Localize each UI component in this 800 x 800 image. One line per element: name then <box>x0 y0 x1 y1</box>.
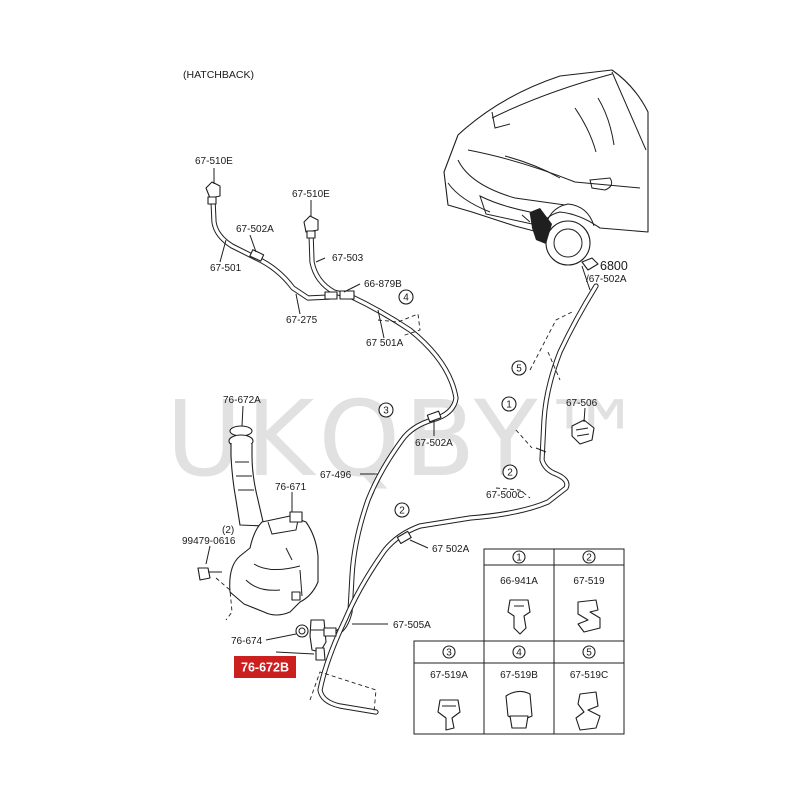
label-67-505A: 67-505A <box>393 620 431 631</box>
label-76-674: 76-674 <box>231 636 263 647</box>
label-6800: 6800 <box>600 259 628 273</box>
label-67-502A-low: 67 502A <box>432 544 470 555</box>
clip-67-519A-icon <box>437 699 461 731</box>
label-67-501A: 67 501A <box>366 338 404 349</box>
clip-67-519C-icon <box>575 691 601 731</box>
callout-5: 5 <box>516 364 522 375</box>
legend-num-3: 3 <box>446 648 452 659</box>
legend-num-5: 5 <box>586 648 592 659</box>
label-67-501: 67-501 <box>210 263 242 274</box>
label-67-503: 67-503 <box>332 253 364 264</box>
label-67-275: 67-275 <box>286 315 318 326</box>
label-99479-0616: 99479-0616 <box>182 536 236 547</box>
variant-label: (HATCHBACK) <box>183 69 254 81</box>
legend-num-2: 2 <box>586 553 592 564</box>
highlight-part-number: 76-672B <box>241 661 289 675</box>
clip-legend-table: 1 66-941A 2 67-519 3 67-519A 4 67-519B 5… <box>413 548 625 735</box>
legend-part-1: 66-941A <box>500 576 538 587</box>
legend-part-4: 67-519B <box>500 670 538 681</box>
label-67-506: 67-506 <box>566 398 598 409</box>
label-76-671: 76-671 <box>275 482 307 493</box>
clip-67-519B-icon <box>505 690 533 720</box>
callout-2a: 2 <box>507 468 513 479</box>
part-labels: 67-510E 67-510E 67-502A 67-501 67-503 66… <box>182 156 628 647</box>
legend-part-3: 67-519A <box>430 670 468 681</box>
legend-num-4: 4 <box>516 648 522 659</box>
label-67-500C: 67-500C <box>486 490 524 501</box>
label-99479-qty: (2) <box>222 525 234 536</box>
label-67-496: 67-496 <box>320 470 352 481</box>
label-67-502A-mid: 67-502A <box>415 438 453 449</box>
clip-66-941A-icon <box>507 599 531 635</box>
callout-2b: 2 <box>399 506 405 517</box>
callout-3: 3 <box>383 406 389 417</box>
callout-1: 1 <box>506 400 512 411</box>
leader-lines <box>205 168 591 655</box>
legend-part-5: 67-519C <box>570 670 608 681</box>
washer-tank <box>197 425 337 661</box>
label-67-510E-left: 67-510E <box>195 156 233 167</box>
label-67-502A-top: 67-502A <box>236 224 274 235</box>
callout-circles: 4 5 1 3 2 2 <box>378 289 527 518</box>
label-66-879B: 66-879B <box>364 279 402 290</box>
label-67-502A-ref: /67-502A <box>586 274 627 285</box>
label-67-510E-right: 67-510E <box>292 189 330 200</box>
highlight-badge[interactable] <box>234 656 296 678</box>
hose-lines <box>210 197 599 715</box>
clip-67-519-icon <box>577 599 601 633</box>
legend-part-2: 67-519 <box>573 576 605 587</box>
highlighted-part[interactable]: 76-672B <box>234 656 296 678</box>
label-76-672A: 76-672A <box>223 395 261 406</box>
callout-4: 4 <box>403 293 409 304</box>
legend-num-1: 1 <box>516 553 522 564</box>
car-illustration <box>443 69 649 266</box>
